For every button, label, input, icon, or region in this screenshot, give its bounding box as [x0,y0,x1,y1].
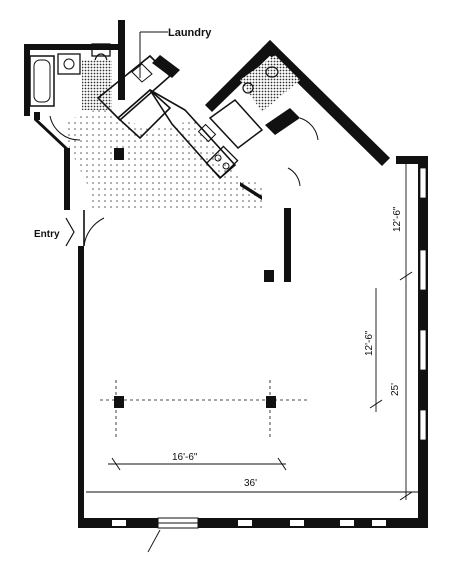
dim-depth-total: 25' [390,383,401,396]
bathroom-right [205,40,390,187]
entry-label: Entry [34,229,60,240]
dim-depth-lower: 12'-6" [364,330,375,356]
entry-door: Entry [34,210,105,247]
bottom-windows [112,520,386,526]
entry-floor-stipple [68,108,262,210]
laundry-kitchen: Laundry [96,27,239,180]
dim-width-lower: 16'-6" [172,452,198,463]
laundry-label: Laundry [168,27,212,39]
dim-depth-upper: 12'-6" [392,206,403,232]
bathroom-left [24,20,125,141]
dimension-lines [86,160,420,553]
dim-width-total: 36' [244,478,257,489]
column-markers [114,148,276,408]
